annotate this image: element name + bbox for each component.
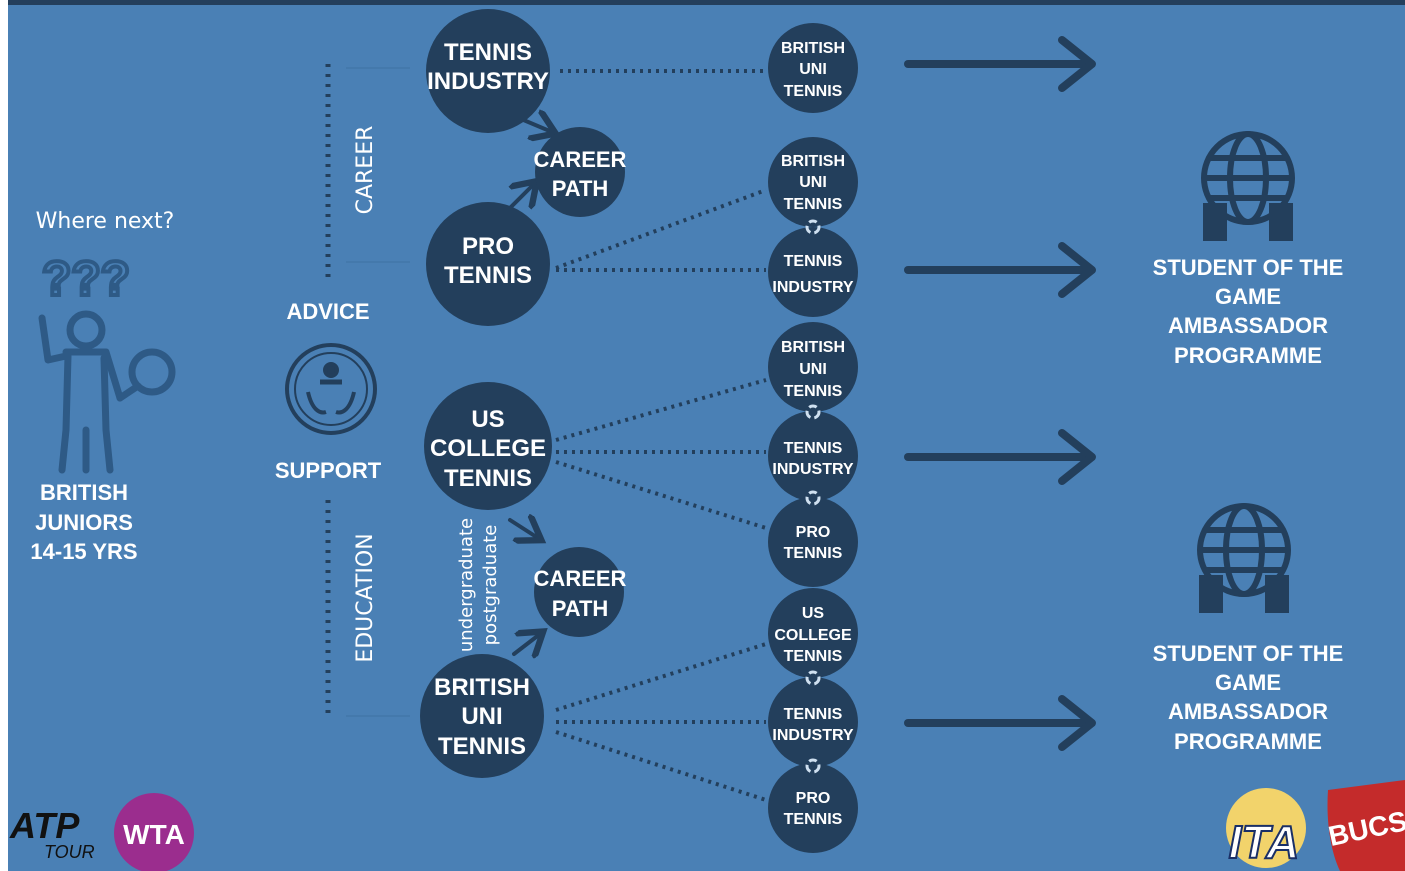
svg-text:ITA: ITA — [1229, 816, 1300, 868]
svg-text:TENNIS: TENNIS — [784, 440, 843, 457]
destination-node-9: PRO TENNIS — [768, 763, 858, 853]
globe-people-icon — [1197, 503, 1291, 613]
svg-text:PRO: PRO — [796, 524, 831, 541]
svg-text:TENNIS: TENNIS — [444, 39, 532, 66]
globe-people-icon — [1201, 131, 1295, 241]
svg-text:GAME: GAME — [1215, 284, 1281, 309]
top-border — [0, 0, 1405, 5]
where-next-label: Where next? — [36, 209, 175, 234]
destination-node-8: TENNIS INDUSTRY — [768, 677, 858, 767]
svg-text:ATP: ATP — [9, 805, 80, 846]
svg-text:TENNIS: TENNIS — [784, 811, 843, 828]
us-college-tennis-node: US COLLEGE TENNIS — [424, 382, 552, 510]
advice-label: ADVICE — [286, 299, 369, 324]
tennis-industry-node: TENNIS INDUSTRY — [426, 9, 550, 133]
left-margin — [0, 0, 8, 871]
diagram-background — [8, 5, 1405, 871]
bucs-logo: BUCS — [1326, 780, 1405, 871]
support-label: SUPPORT — [275, 458, 382, 483]
destination-node-7: US COLLEGE TENNIS — [768, 588, 858, 678]
svg-text:TENNIS: TENNIS — [784, 196, 843, 213]
svg-text:CAREER: CAREER — [534, 566, 627, 591]
svg-text:PRO: PRO — [796, 790, 831, 807]
svg-text:INDUSTRY: INDUSTRY — [427, 68, 549, 95]
svg-text:BRITISH: BRITISH — [781, 153, 845, 170]
ambassador-label-top: STUDENT OF THE GAME AMBASSADOR PROGRAMME — [1153, 255, 1344, 368]
svg-text:GAME: GAME — [1215, 670, 1281, 695]
svg-text:TENNIS: TENNIS — [784, 383, 843, 400]
svg-text:US: US — [471, 406, 504, 433]
svg-text:UNI: UNI — [799, 174, 827, 191]
svg-text:UNI: UNI — [799, 61, 827, 78]
ita-logo: ITA — [1226, 788, 1306, 869]
svg-text:TOUR: TOUR — [44, 842, 95, 862]
dotted-connectors — [555, 69, 768, 802]
career-path-node-bottom: CAREER PATH — [534, 547, 627, 637]
wta-logo: WTA — [114, 793, 194, 871]
destination-node-5: TENNIS INDUSTRY — [768, 411, 858, 501]
svg-text:AMBASSADOR: AMBASSADOR — [1168, 313, 1328, 338]
education-bracket — [325, 500, 410, 717]
svg-text:PRO: PRO — [462, 233, 514, 260]
ambassador-label-bottom: STUDENT OF THE GAME AMBASSADOR PROGRAMME — [1153, 641, 1344, 754]
svg-text:US: US — [802, 605, 825, 622]
destination-node-4: BRITISH UNI TENNIS — [768, 322, 858, 412]
svg-text:JUNIORS: JUNIORS — [35, 510, 133, 535]
svg-text:TENNIS: TENNIS — [784, 545, 843, 562]
career-label: CAREER — [353, 126, 378, 215]
svg-text:UNI: UNI — [461, 703, 502, 730]
svg-text:TENNIS: TENNIS — [784, 706, 843, 723]
svg-text:14-15 YRS: 14-15 YRS — [30, 539, 137, 564]
svg-text:STUDENT OF THE: STUDENT OF THE — [1153, 641, 1344, 666]
career-path-node-top: CAREER PATH — [534, 127, 627, 217]
british-uni-tennis-node: BRITISH UNI TENNIS — [420, 654, 544, 778]
svg-text:BRITISH: BRITISH — [781, 40, 845, 57]
destination-node-6: PRO TENNIS — [768, 497, 858, 587]
svg-text:BRITISH: BRITISH — [781, 339, 845, 356]
svg-text:WTA: WTA — [123, 819, 185, 850]
svg-text:INDUSTRY: INDUSTRY — [772, 727, 854, 744]
destination-node-3: TENNIS INDUSTRY — [768, 227, 858, 317]
svg-text:AMBASSADOR: AMBASSADOR — [1168, 699, 1328, 724]
svg-text:PROGRAMME: PROGRAMME — [1174, 729, 1322, 754]
education-label: EDUCATION — [353, 533, 378, 662]
svg-text:UNI: UNI — [799, 361, 827, 378]
svg-text:BRITISH: BRITISH — [40, 480, 128, 505]
svg-text:PATH: PATH — [552, 176, 609, 201]
undergraduate-label: undergraduate — [456, 518, 477, 652]
destination-node-1: BRITISH UNI TENNIS — [768, 23, 858, 113]
big-arrows — [904, 36, 1096, 751]
pro-tennis-node: PRO TENNIS — [426, 202, 550, 326]
svg-text:CAREER: CAREER — [534, 147, 627, 172]
svg-text:INDUSTRY: INDUSTRY — [772, 461, 854, 478]
svg-text:BRITISH: BRITISH — [434, 674, 530, 701]
svg-text:TENNIS: TENNIS — [784, 253, 843, 270]
destination-node-2: BRITISH UNI TENNIS — [768, 137, 858, 227]
svg-text:COLLEGE: COLLEGE — [430, 435, 546, 462]
question-marks-icon: ??? — [42, 253, 130, 306]
postgraduate-label: postgraduate — [480, 525, 501, 646]
tennis-player-icon — [38, 310, 176, 474]
svg-text:TENNIS: TENNIS — [444, 465, 532, 492]
svg-text:TENNIS: TENNIS — [784, 648, 843, 665]
atp-tour-logo: ATP TOUR — [9, 805, 95, 862]
svg-text:PATH: PATH — [552, 596, 609, 621]
svg-text:TENNIS: TENNIS — [444, 262, 532, 289]
svg-text:COLLEGE: COLLEGE — [774, 627, 852, 644]
svg-text:PROGRAMME: PROGRAMME — [1174, 343, 1322, 368]
svg-text:TENNIS: TENNIS — [784, 83, 843, 100]
svg-text:TENNIS: TENNIS — [438, 733, 526, 760]
career-bracket — [325, 64, 410, 282]
british-juniors-label: BRITISH JUNIORS 14-15 YRS — [30, 480, 137, 564]
swap-icons — [805, 219, 821, 774]
svg-text:INDUSTRY: INDUSTRY — [772, 279, 854, 296]
svg-text:STUDENT OF THE: STUDENT OF THE — [1153, 255, 1344, 280]
support-hands-icon — [285, 343, 377, 435]
